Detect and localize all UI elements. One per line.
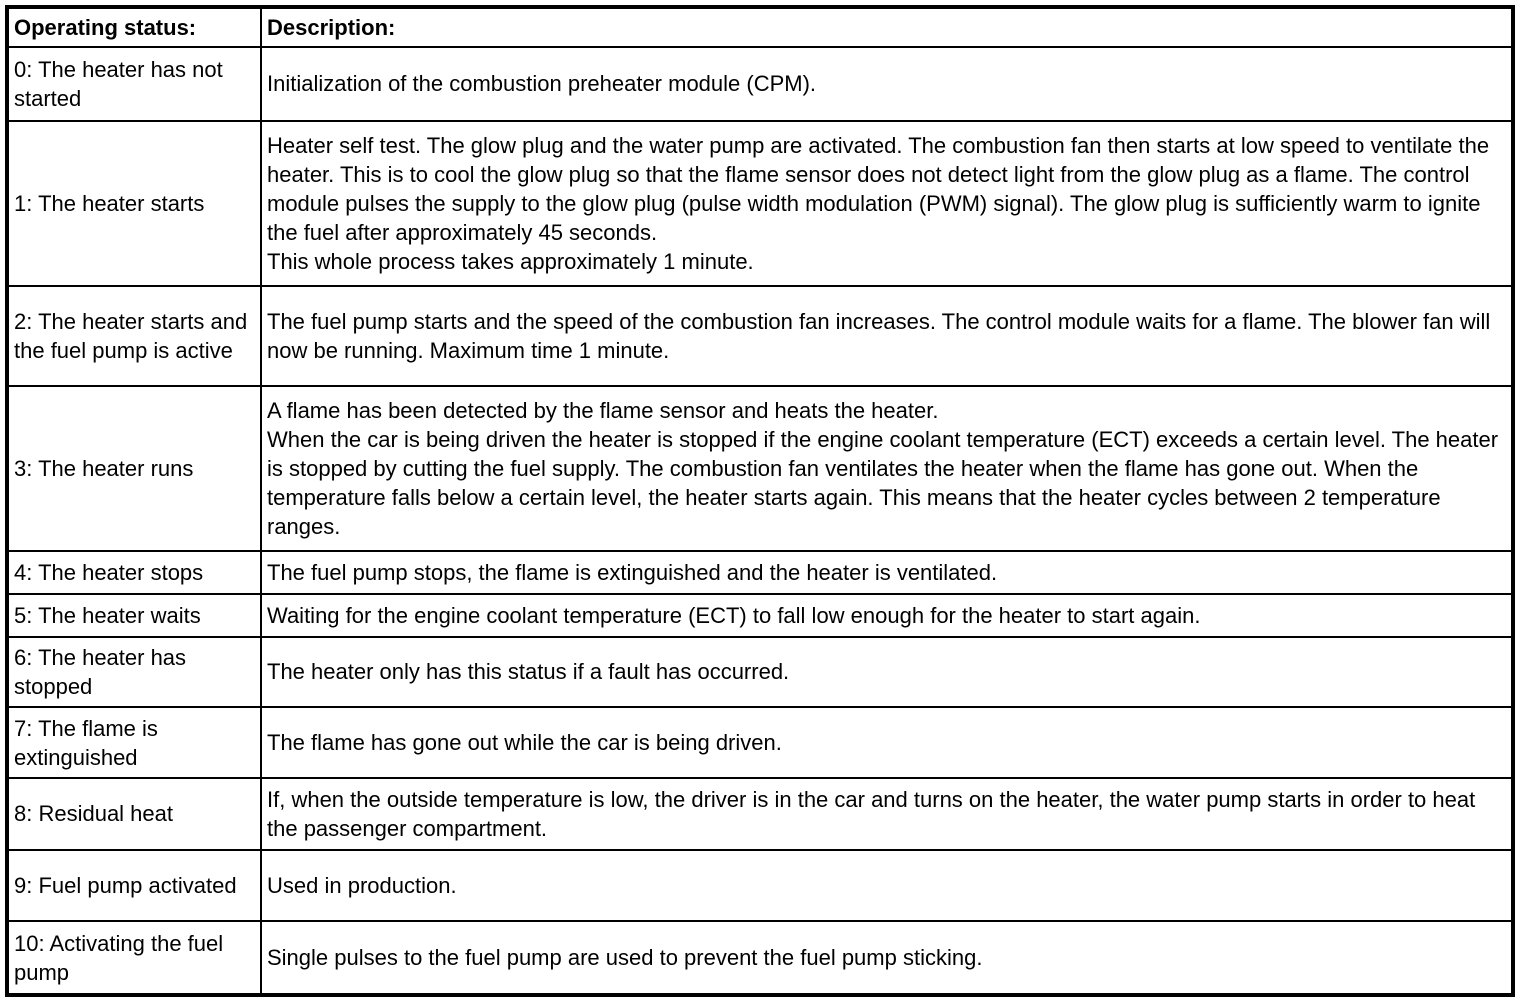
table-header-row: Operating status: Description: <box>6 6 1514 48</box>
operating-status-cell: 2: The heater starts and the fuel pump i… <box>6 284 262 387</box>
table-row: 8: Residual heat If, when the outside te… <box>6 776 1514 851</box>
table-row: 9: Fuel pump activated Used in productio… <box>6 848 1514 923</box>
table-row: 5: The heater waits Waiting for the engi… <box>6 592 1514 638</box>
description-cell: Heater self test. The glow plug and the … <box>260 119 1514 287</box>
description-cell: Single pulses to the fuel pump are used … <box>260 920 1514 996</box>
operating-status-cell: 4: The heater stops <box>6 549 262 595</box>
column-header-operating-status: Operating status: <box>6 6 262 48</box>
table-row: 0: The heater has not started Initializa… <box>6 46 1514 122</box>
table-row: 7: The flame is extinguished The flame h… <box>6 706 1514 779</box>
operating-status-cell: 3: The heater runs <box>6 384 262 552</box>
operating-status-cell: 8: Residual heat <box>6 776 262 851</box>
table-row: 6: The heater has stopped The heater onl… <box>6 635 1514 709</box>
description-cell: The fuel pump stops, the flame is exting… <box>260 549 1514 595</box>
operating-status-cell: 10: Activating the fuel pump <box>6 920 262 996</box>
table-row: 1: The heater starts Heater self test. T… <box>6 119 1514 287</box>
description-cell: The fuel pump starts and the speed of th… <box>260 284 1514 387</box>
description-cell: Waiting for the engine coolant temperatu… <box>260 592 1514 638</box>
operating-status-cell: 9: Fuel pump activated <box>6 848 262 923</box>
table-row: 10: Activating the fuel pump Single puls… <box>6 920 1514 996</box>
operating-status-cell: 1: The heater starts <box>6 119 262 287</box>
table-row: 3: The heater runs A flame has been dete… <box>6 384 1514 552</box>
column-header-description: Description: <box>260 6 1514 48</box>
description-cell: If, when the outside temperature is low,… <box>260 776 1514 851</box>
operating-status-cell: 6: The heater has stopped <box>6 635 262 709</box>
description-cell: Initialization of the combustion preheat… <box>260 46 1514 122</box>
operating-status-cell: 0: The heater has not started <box>6 46 262 122</box>
description-cell: Used in production. <box>260 848 1514 923</box>
description-cell: The heater only has this status if a fau… <box>260 635 1514 709</box>
operating-status-cell: 5: The heater waits <box>6 592 262 638</box>
description-cell: A flame has been detected by the flame s… <box>260 384 1514 552</box>
description-cell: The flame has gone out while the car is … <box>260 706 1514 779</box>
table-row: 4: The heater stops The fuel pump stops,… <box>6 549 1514 595</box>
operating-status-table: Operating status: Description: 0: The he… <box>5 5 1515 997</box>
table-row: 2: The heater starts and the fuel pump i… <box>6 284 1514 387</box>
operating-status-cell: 7: The flame is extinguished <box>6 706 262 779</box>
